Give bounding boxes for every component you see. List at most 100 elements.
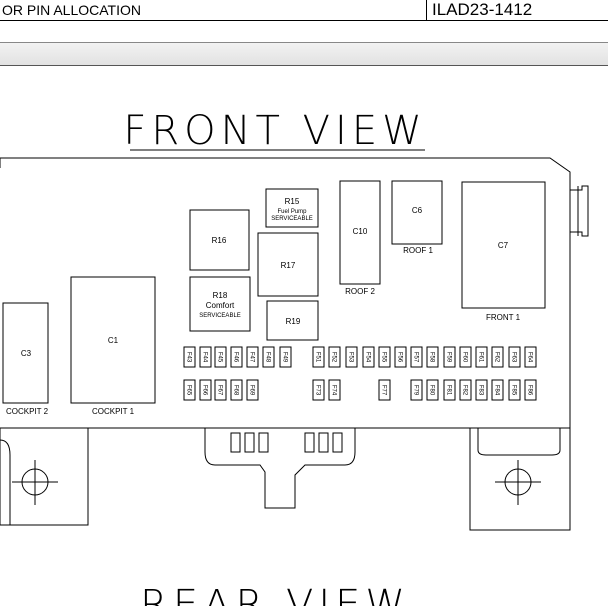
fuse-cell <box>246 346 259 368</box>
fuse-label: F62 <box>494 352 500 363</box>
fuse-f77: F77 <box>378 379 391 401</box>
fuse-label: F74 <box>331 385 337 396</box>
fuse-label: F45 <box>217 352 223 363</box>
fuse-cell <box>362 346 375 368</box>
connector-c10 <box>339 180 381 285</box>
connector-slot <box>230 432 241 453</box>
fuse-label: F65 <box>186 385 192 396</box>
fuse-f86: F86 <box>524 379 537 401</box>
fuse-label: F69 <box>249 385 255 396</box>
fuse-f51: F51 <box>312 346 325 368</box>
fuse-f74: F74 <box>328 379 341 401</box>
right-bracket-inner <box>477 428 561 456</box>
drawing-code: ILAD23-1412 <box>432 0 533 19</box>
connector-c7-caption: FRONT 1 <box>486 313 521 322</box>
fuse-cell <box>524 379 537 401</box>
fuse-f73: F73 <box>312 379 325 401</box>
fuse-label: F68 <box>233 385 239 396</box>
fuse-cell <box>410 379 423 401</box>
fuse-f48: F48 <box>262 346 275 368</box>
connector-c1 <box>70 276 156 404</box>
fuse-f64: F64 <box>524 346 537 368</box>
fuse-label: F52 <box>331 352 337 363</box>
fuse-label: F49 <box>282 352 288 363</box>
fuse-label: F86 <box>527 385 533 396</box>
fuse-cell <box>394 346 407 368</box>
housing-side-tab <box>570 185 589 237</box>
fuse-cell <box>183 346 196 368</box>
fuse-cell <box>426 379 439 401</box>
fuse-f84: F84 <box>491 379 504 401</box>
fuse-f46: F46 <box>230 346 243 368</box>
connector-c3 <box>2 302 49 404</box>
fuse-label: F80 <box>429 385 435 396</box>
left-mount-bracket <box>0 428 89 526</box>
fuse-f45: F45 <box>214 346 227 368</box>
fuse-f66: F66 <box>199 379 212 401</box>
fuse-f80: F80 <box>426 379 439 401</box>
fuse-cell <box>199 379 212 401</box>
fuse-label: F43 <box>186 352 192 363</box>
relay-r17-name: R17 <box>281 261 296 270</box>
relay-r19 <box>266 300 319 341</box>
connector-c1-caption: COCKPIT 1 <box>92 407 135 416</box>
fuse-f69: F69 <box>246 379 259 401</box>
connector-c6-name: C6 <box>412 206 423 215</box>
fuse-cell <box>246 379 259 401</box>
fuse-cell <box>183 379 196 401</box>
connector-slot <box>318 432 329 453</box>
fuse-label: F77 <box>381 385 387 396</box>
toolbar-band <box>0 42 608 66</box>
fuse-f55: F55 <box>378 346 391 368</box>
fuse-label: F53 <box>348 352 354 363</box>
right-mount-bracket <box>469 428 571 531</box>
connector-c7-name: C7 <box>498 241 509 250</box>
relay-r18-line1: Comfort <box>206 301 235 310</box>
fuse-f43: F43 <box>183 346 196 368</box>
fuse-label: F54 <box>365 352 371 363</box>
fuse-cell <box>214 379 227 401</box>
fuse-cell <box>459 346 472 368</box>
fuse-cell <box>230 346 243 368</box>
fuse-cell <box>345 346 358 368</box>
fuse-label: F85 <box>511 385 517 396</box>
connector-c3-caption: COCKPIT 2 <box>6 407 49 416</box>
relay-r16-name: R16 <box>212 236 227 245</box>
fuse-label: F48 <box>265 352 271 363</box>
fuse-f60: F60 <box>459 346 472 368</box>
fuse-label: F67 <box>217 385 223 396</box>
fuse-cell <box>508 346 521 368</box>
fuse-f83: F83 <box>475 379 488 401</box>
fuse-f54: F54 <box>362 346 375 368</box>
connector-c10-name: C10 <box>353 227 368 236</box>
connector-c10-caption: ROOF 2 <box>345 287 375 296</box>
fuse-label: F55 <box>381 352 387 363</box>
relay-r16 <box>189 209 250 271</box>
connector-c6-caption: ROOF 1 <box>403 246 433 255</box>
fuse-cell <box>328 346 341 368</box>
fuse-label: F60 <box>462 352 468 363</box>
fuse-label: F61 <box>478 352 484 363</box>
fuse-f47: F47 <box>246 346 259 368</box>
fuse-cell <box>410 346 423 368</box>
relay-r15 <box>265 188 319 228</box>
fuse-label: F73 <box>315 385 321 396</box>
fuse-f44: F44 <box>199 346 212 368</box>
relay-r18-line2: SERVICEABLE <box>199 313 241 319</box>
drawing-title: OR PIN ALLOCATION <box>2 2 141 18</box>
connector-c1-name: C1 <box>108 336 119 345</box>
relay-r17 <box>257 232 319 297</box>
fuse-label: F58 <box>429 352 435 363</box>
fuse-f67: F67 <box>214 379 227 401</box>
connector-slot <box>332 432 343 453</box>
relay-r19-name: R19 <box>286 317 301 326</box>
fuse-cell <box>378 379 391 401</box>
fuse-label: F59 <box>446 352 452 363</box>
fuse-f61: F61 <box>475 346 488 368</box>
fuse-cell <box>508 379 521 401</box>
fuse-cell <box>230 379 243 401</box>
fuse-cell <box>426 346 439 368</box>
